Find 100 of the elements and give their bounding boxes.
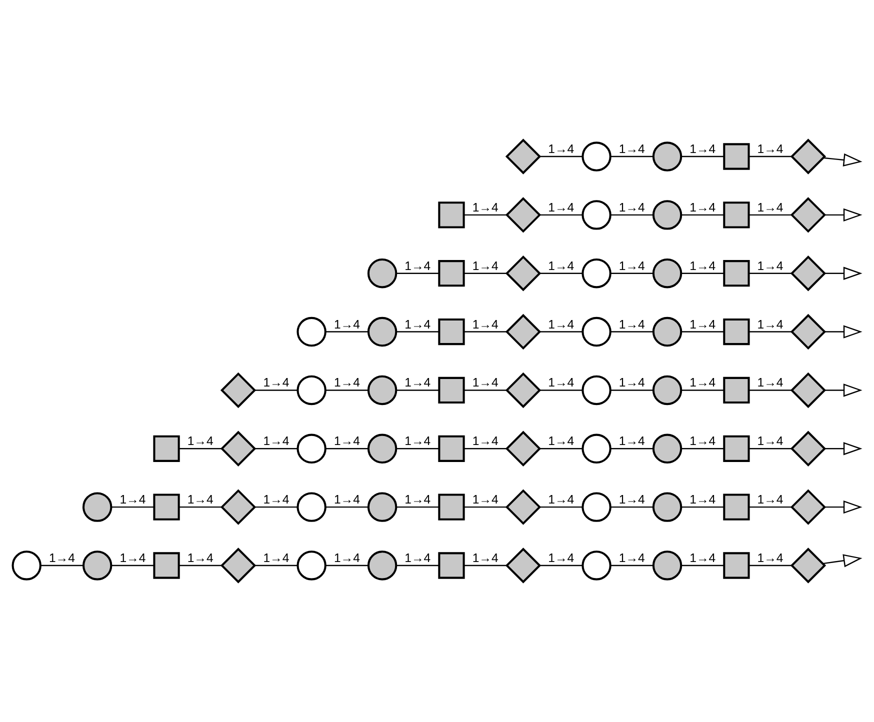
edge-label: 1→4 (472, 492, 498, 507)
connector (326, 564, 368, 566)
node-diamond (790, 197, 826, 233)
connector (464, 272, 507, 274)
connector (681, 448, 724, 450)
edge-label: 1→4 (548, 434, 574, 448)
edge-label: 1→4 (618, 492, 645, 507)
edge-label: 1→4 (334, 434, 360, 448)
node-box (153, 435, 180, 462)
connector (610, 390, 654, 391)
edge-label: 1→4 (334, 551, 360, 566)
edge-label: 1→4 (757, 492, 784, 507)
edge-label: 1→4 (548, 142, 574, 156)
connector (254, 564, 298, 566)
connector (111, 564, 154, 566)
connector (540, 506, 582, 508)
connector (396, 564, 439, 566)
edge-label: 1→4 (757, 551, 784, 566)
connector (179, 448, 222, 450)
edge-label: 1→4 (618, 376, 645, 390)
edge-label: 1→4 (690, 317, 716, 332)
node-box (438, 260, 465, 287)
connector (540, 564, 582, 566)
node-circle (367, 258, 398, 288)
connector (464, 448, 507, 450)
edge-label: 1→4 (404, 258, 431, 273)
node-circle (367, 492, 398, 522)
edge-label: 1→4 (187, 492, 214, 507)
arrow (823, 153, 862, 166)
node-circle (296, 316, 326, 347)
node-circle (652, 258, 682, 288)
node-diamond (505, 430, 542, 466)
edge-label: 1→4 (690, 142, 716, 156)
edge-label: 1→4 (548, 200, 574, 214)
node-diamond (790, 138, 826, 174)
connector (610, 506, 654, 508)
connector (396, 506, 439, 508)
connector (540, 272, 582, 274)
edge-label: 1→4 (472, 200, 498, 214)
edge-label: 1→4 (404, 434, 431, 448)
node-diamond (790, 256, 826, 292)
edge-label: 1→4 (472, 317, 498, 332)
node-circle (582, 258, 612, 288)
connector (749, 448, 792, 450)
node-diamond (220, 430, 256, 466)
node-box (153, 494, 180, 520)
connector (464, 214, 507, 216)
edge-label: 1→4 (187, 551, 214, 566)
arrow (824, 325, 862, 338)
edge-label: 1→4 (548, 317, 574, 332)
node-box (723, 494, 750, 520)
connector (540, 331, 582, 332)
edge-label: 1→4 (263, 551, 290, 566)
node-circle (582, 492, 612, 522)
edge-label: 1→4 (263, 376, 290, 390)
connector (396, 272, 439, 274)
connector (254, 506, 298, 508)
node-diamond (505, 256, 542, 292)
connector (111, 506, 154, 508)
node-box (723, 318, 750, 346)
edge-label: 1→4 (472, 551, 498, 566)
arrow (822, 554, 862, 568)
edge-label: 1→4 (334, 317, 360, 332)
edge-label: 1→4 (263, 434, 290, 448)
node-circle (652, 316, 682, 347)
node-circle (367, 550, 398, 580)
edge-label: 1→4 (690, 376, 716, 390)
node-diamond (790, 314, 826, 350)
arrow (824, 442, 862, 456)
node-circle (367, 375, 398, 406)
connector (681, 331, 724, 332)
connector (326, 331, 368, 332)
node-circle (582, 200, 612, 230)
node-box (438, 552, 465, 579)
edge-label: 1→4 (472, 376, 498, 390)
node-box (153, 552, 180, 579)
edge-label: 1→4 (334, 376, 360, 390)
connector (540, 390, 582, 391)
edge-label: 1→4 (618, 317, 645, 332)
connector (540, 156, 582, 158)
connector (610, 272, 654, 274)
edge-label: 1→4 (548, 376, 574, 390)
node-diamond (220, 548, 256, 584)
node-diamond (505, 548, 542, 584)
connector (681, 506, 724, 508)
edge-label: 1→4 (404, 317, 431, 332)
edge-label: 1→4 (757, 434, 784, 448)
node-box (438, 435, 465, 462)
node-diamond (220, 489, 256, 525)
edge-label: 1→4 (690, 258, 716, 273)
edge-label: 1→4 (120, 551, 146, 566)
node-circle (652, 434, 682, 464)
node-diamond (790, 489, 826, 525)
edge-label: 1→4 (263, 492, 290, 507)
node-diamond (790, 430, 826, 466)
node-circle (582, 142, 612, 172)
connector (681, 214, 724, 216)
node-box (723, 435, 750, 462)
edge-label: 1→4 (757, 258, 784, 273)
node-circle (582, 316, 612, 347)
